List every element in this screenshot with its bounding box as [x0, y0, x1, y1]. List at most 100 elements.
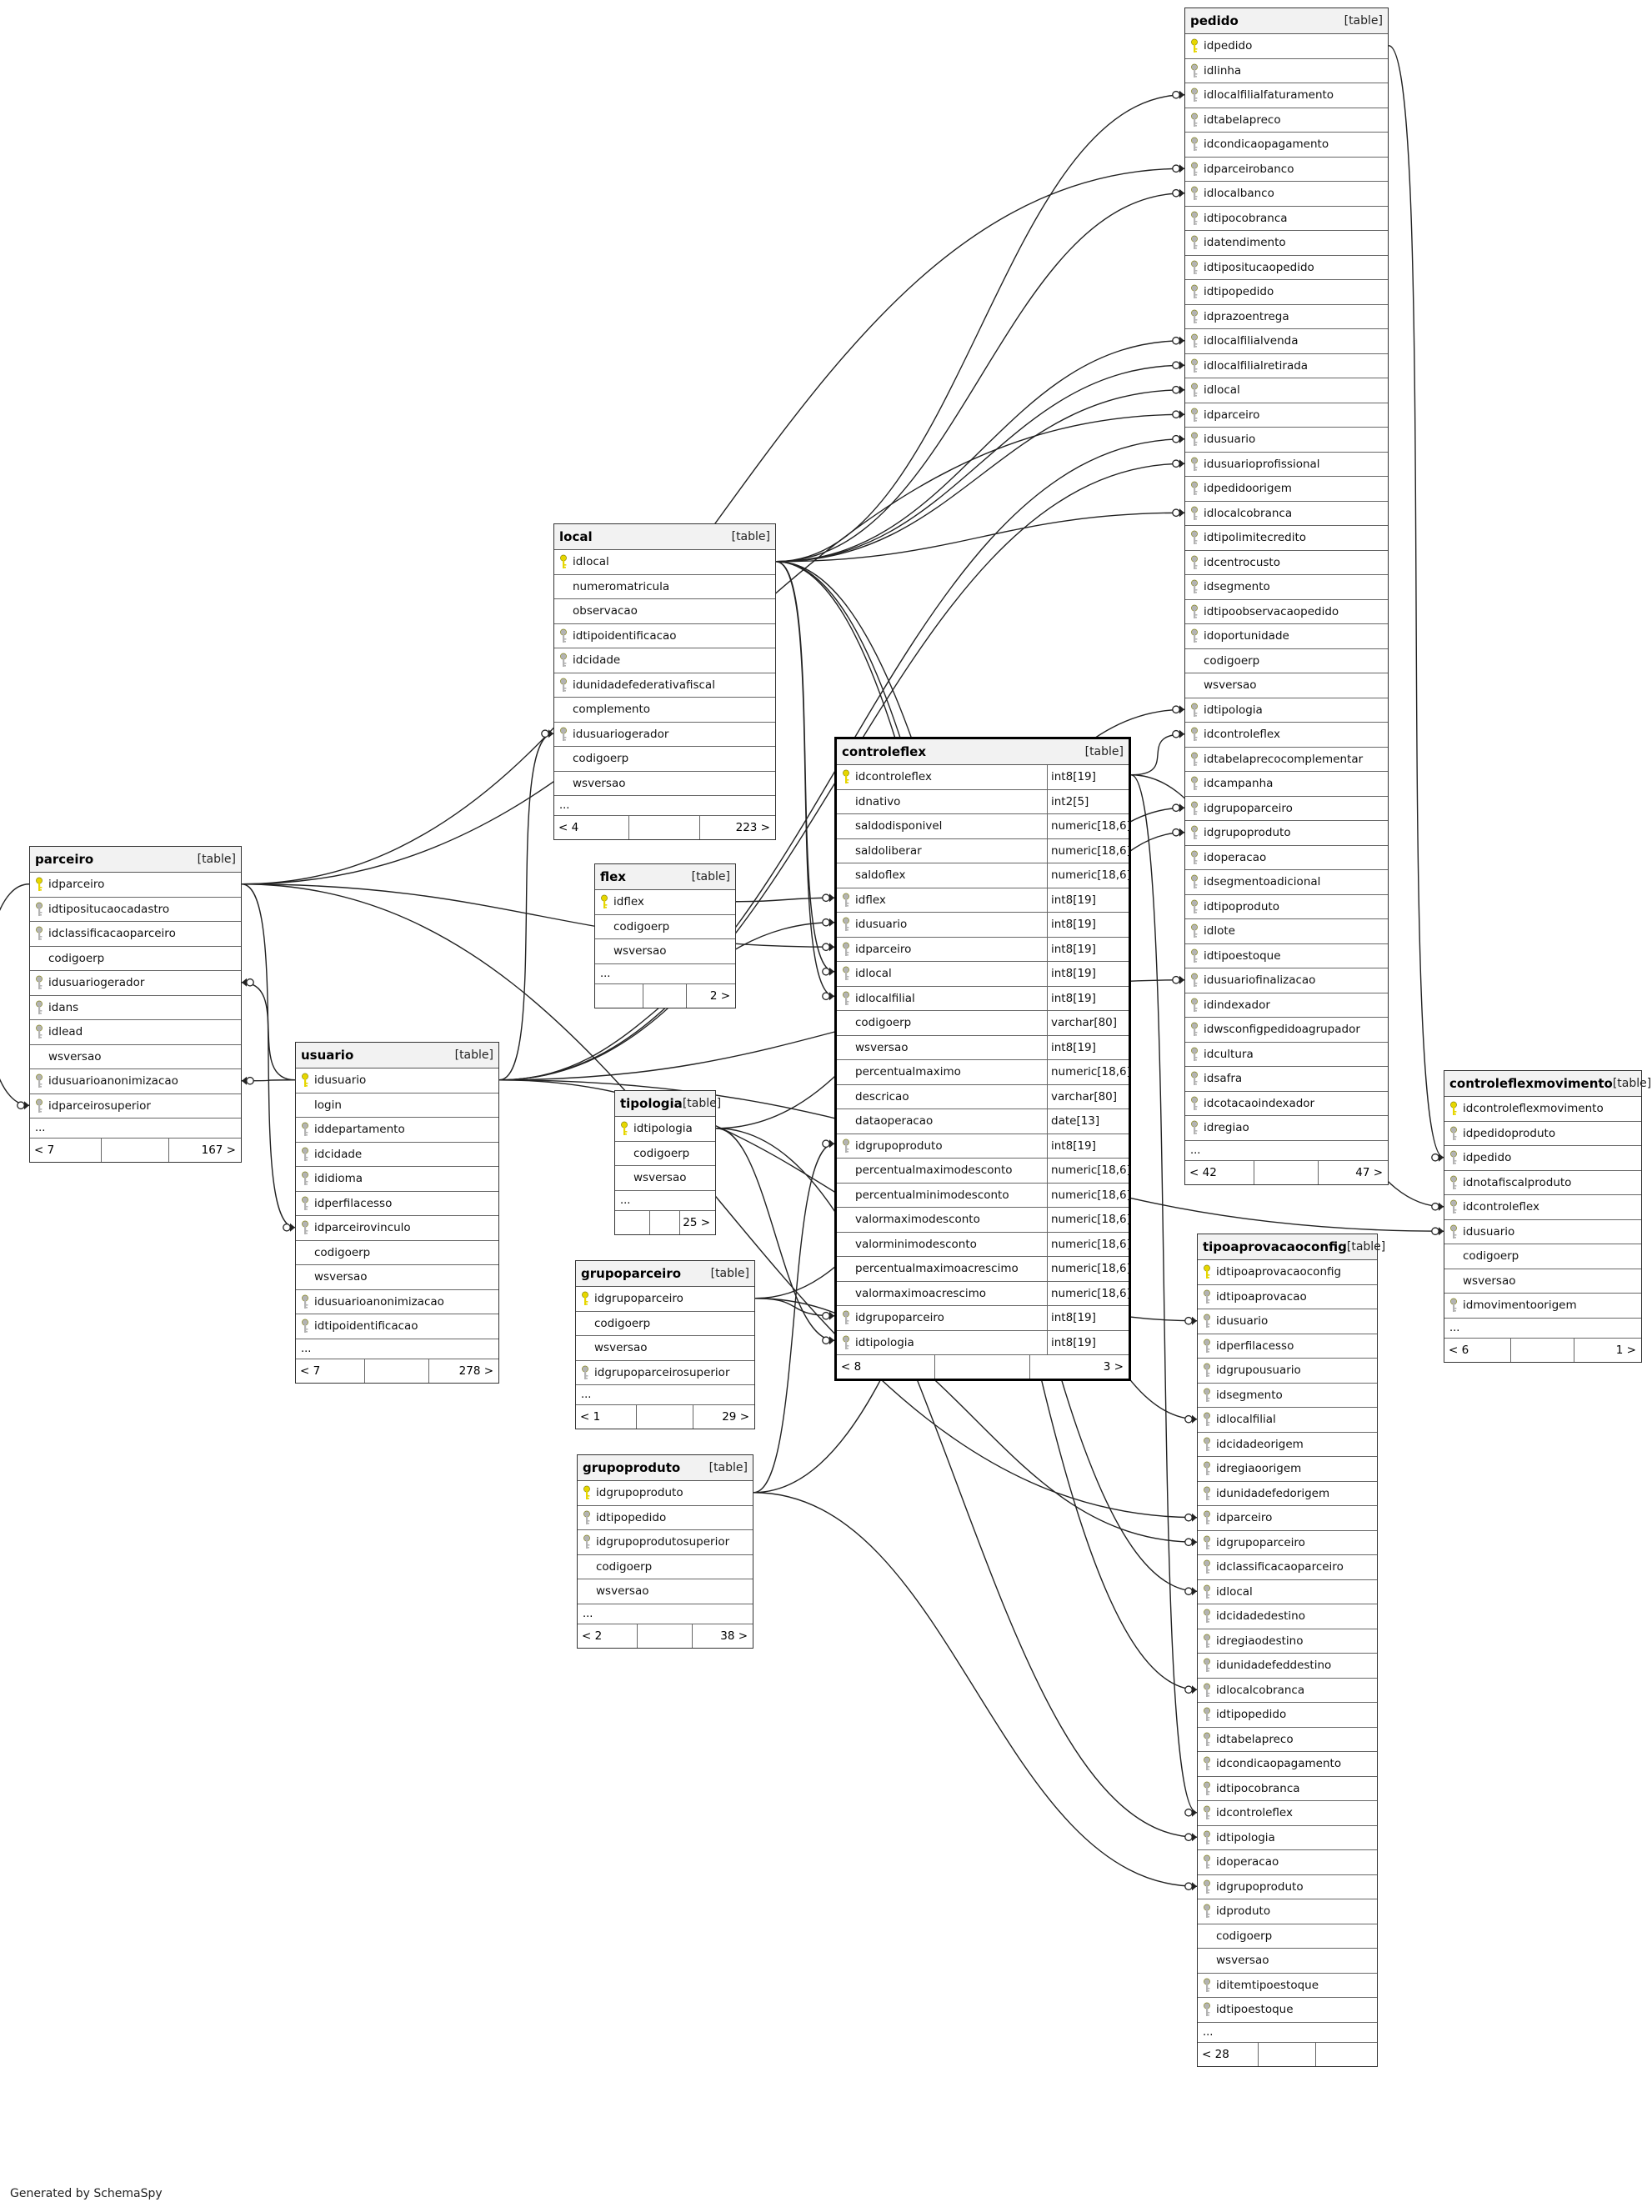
table-header[interactable]: usuario[table] [296, 1043, 498, 1068]
table-header[interactable]: controleflex[table] [837, 739, 1129, 765]
table-header[interactable]: controleflexmovimento[table] [1444, 1071, 1651, 1097]
children-count[interactable]: 1 > [1615, 1343, 1636, 1357]
more-columns-indicator[interactable]: ... [1185, 1141, 1388, 1161]
column-row[interactable]: idusuario [296, 1068, 498, 1093]
table-tipoaprovacaoconfig[interactable]: tipoaprovacaoconfig[table]idtipoaprovaca… [1197, 1234, 1385, 2067]
column-row[interactable]: idlocal [1198, 1580, 1377, 1604]
column-row[interactable]: idlocal [554, 550, 775, 575]
column-row[interactable]: wsversao [1198, 1949, 1377, 1974]
column-row[interactable]: idtipopedido [1185, 280, 1388, 305]
column-row[interactable]: idusuarioprofissional [1185, 453, 1388, 477]
column-row[interactable]: idcidade [296, 1143, 498, 1167]
children-count[interactable]: 47 > [1355, 1165, 1384, 1179]
table-header[interactable]: local[table] [554, 524, 775, 550]
column-row[interactable]: wsversao [296, 1265, 498, 1290]
column-row[interactable]: idcidadedestino [1198, 1604, 1377, 1629]
column-row[interactable]: idtipopedido [578, 1506, 753, 1530]
children-count[interactable]: 278 > [458, 1364, 494, 1378]
column-row[interactable]: idregiao [1185, 1116, 1388, 1141]
table-header[interactable]: grupoparceiro[table] [576, 1261, 754, 1287]
table-header[interactable]: parceiro[table] [30, 847, 241, 873]
children-count[interactable]: 223 > [735, 821, 770, 834]
column-row[interactable]: wsversao [576, 1336, 754, 1361]
more-columns-indicator[interactable]: ... [576, 1385, 754, 1405]
column-row[interactable]: idregiaoorigem [1198, 1457, 1377, 1482]
column-row[interactable]: idtipoestoque [1185, 944, 1388, 968]
column-row[interactable]: idindexador [1185, 993, 1388, 1018]
column-row[interactable]: idlocalfilial [1198, 1408, 1377, 1433]
parents-count[interactable]: < 7 [34, 1144, 55, 1157]
column-row[interactable]: idcidade [554, 648, 775, 673]
more-columns-indicator[interactable]: ... [296, 1339, 498, 1359]
column-row[interactable]: idunidadefederativafiscal [554, 673, 775, 698]
column-row[interactable]: idgrupoproduto [1198, 1875, 1377, 1899]
column-row[interactable]: idlocalcobranca [1185, 502, 1388, 526]
more-columns-indicator[interactable]: ... [1444, 1319, 1641, 1339]
column-row[interactable]: idtipoidentificacao [554, 624, 775, 648]
column-row[interactable]: idflex [595, 890, 735, 915]
table-header[interactable]: tipoaprovacaoconfig[table] [1198, 1234, 1385, 1260]
column-row[interactable]: idtipoobservacaopedido [1185, 600, 1388, 624]
column-row[interactable]: idcontroleflex [1185, 723, 1388, 748]
column-row[interactable]: idunidadefedorigem [1198, 1482, 1377, 1506]
column-row[interactable]: codigoerp [595, 915, 735, 939]
column-row[interactable]: idcidadeorigem [1198, 1433, 1377, 1457]
column-row[interactable]: codigoerp [576, 1312, 754, 1336]
column-row[interactable]: idgrupoparceiro [1185, 797, 1388, 821]
column-row[interactable]: wsversao [578, 1579, 753, 1604]
column-row[interactable]: idperfilacesso [1198, 1334, 1377, 1359]
column-row[interactable]: idcampanha [1185, 772, 1388, 797]
column-row[interactable]: wsversao [595, 939, 735, 964]
table-header[interactable]: pedido[table] [1185, 8, 1388, 34]
column-row[interactable]: idcentrocusto [1185, 551, 1388, 575]
more-columns-indicator[interactable]: ... [578, 1604, 753, 1624]
column-row[interactable]: idtipoidentificacao [296, 1314, 498, 1339]
more-columns-indicator[interactable]: ... [30, 1119, 241, 1139]
parents-count[interactable]: < 42 [1189, 1165, 1217, 1179]
more-columns-indicator[interactable]: ... [595, 964, 735, 984]
column-row[interactable]: wsversao [30, 1045, 241, 1069]
column-row[interactable]: numeromatricula [554, 575, 775, 599]
parents-count[interactable]: < 4 [558, 821, 579, 834]
parents-count[interactable]: < 7 [300, 1364, 321, 1378]
column-row[interactable]: idoperacao [1198, 1850, 1377, 1875]
column-row[interactable]: idlinha [1185, 59, 1388, 83]
column-row[interactable]: idcondicaopagamento [1185, 133, 1388, 158]
column-row[interactable]: iddepartamento [296, 1118, 498, 1143]
column-row[interactable]: idregiaodestino [1198, 1629, 1377, 1654]
column-row[interactable]: idpedido [1185, 34, 1388, 59]
column-row[interactable]: idsegmento [1198, 1384, 1377, 1408]
column-row[interactable]: idgrupoparceiro [1198, 1531, 1377, 1555]
column-row[interactable]: idatendimento [1185, 231, 1388, 256]
column-row[interactable]: codigoerp [578, 1555, 753, 1579]
column-row[interactable]: idtipoestoque [1198, 1998, 1377, 2023]
column-row[interactable]: idgrupoparceirosuperior [576, 1361, 754, 1385]
column-row[interactable]: idusuario [1444, 1220, 1641, 1244]
column-row[interactable]: idlocalfilialfaturamento [1185, 83, 1388, 108]
column-row[interactable]: idtipopedido [1198, 1703, 1377, 1728]
column-row[interactable]: idpedidoproduto [1444, 1122, 1641, 1146]
children-count[interactable]: 3 > [1103, 1360, 1124, 1374]
table-header[interactable]: tipologia[table] [615, 1091, 721, 1117]
more-columns-indicator[interactable]: ... [615, 1191, 715, 1211]
column-row[interactable]: idusuariofinalizacao [1185, 968, 1388, 993]
column-row[interactable]: idgrupoproduto [1185, 821, 1388, 846]
column-row[interactable]: idsafra [1185, 1067, 1388, 1092]
column-row[interactable]: idtipolimitecredito [1185, 526, 1388, 551]
column-row[interactable]: idusuarioanonimizacao [30, 1069, 241, 1094]
column-row[interactable]: codigoerp [1444, 1244, 1641, 1269]
column-row[interactable]: idcultura [1185, 1043, 1388, 1067]
column-row[interactable]: idprazoentrega [1185, 305, 1388, 329]
